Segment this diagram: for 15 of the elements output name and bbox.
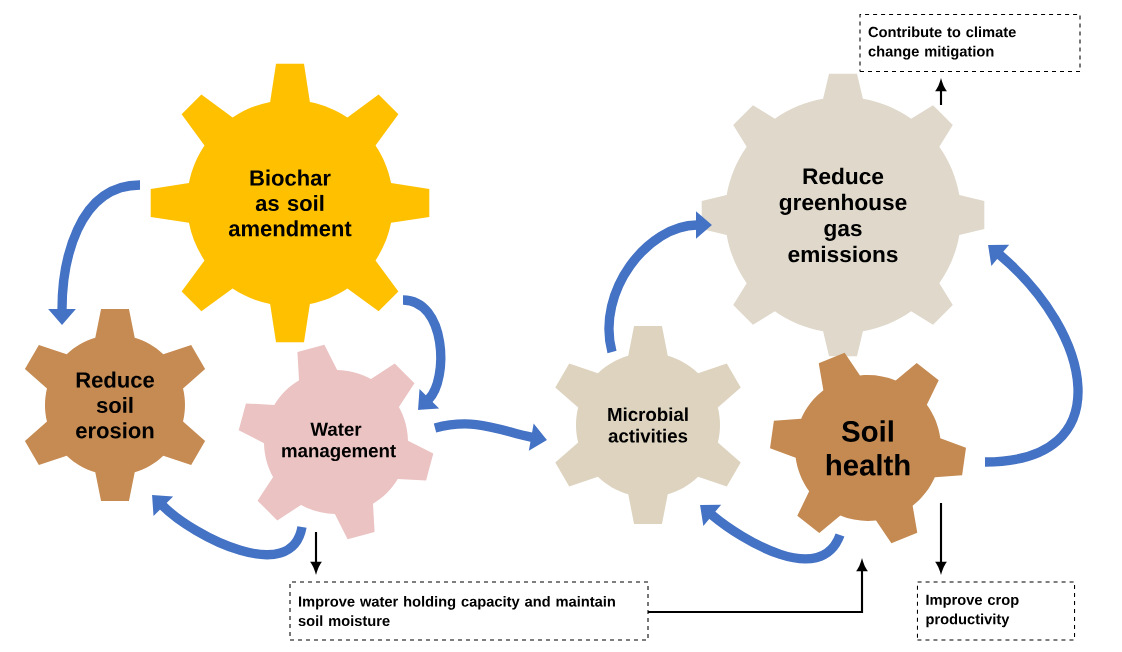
dashed-box: Contribute to climate change mitigation bbox=[859, 13, 1081, 73]
gear: Reduce greenhouse gas emissions bbox=[701, 73, 985, 357]
arrow bbox=[984, 244, 1083, 467]
gear: Microbial activities bbox=[555, 325, 741, 524]
arrow bbox=[648, 560, 868, 614]
gear: Biochar as soil amendment bbox=[150, 63, 430, 343]
arrow bbox=[152, 495, 307, 560]
gear: Soil health bbox=[770, 352, 966, 544]
arrow bbox=[936, 80, 946, 105]
arrow bbox=[311, 532, 322, 573]
dashed-box: Improve water holding capacity and maintain soil moisture bbox=[289, 581, 649, 641]
gear: Water management bbox=[238, 344, 434, 540]
gear: Reduce soil erosion bbox=[24, 309, 206, 501]
dashed-box: Improve crop productivity bbox=[916, 581, 1076, 641]
arrow bbox=[936, 503, 946, 573]
